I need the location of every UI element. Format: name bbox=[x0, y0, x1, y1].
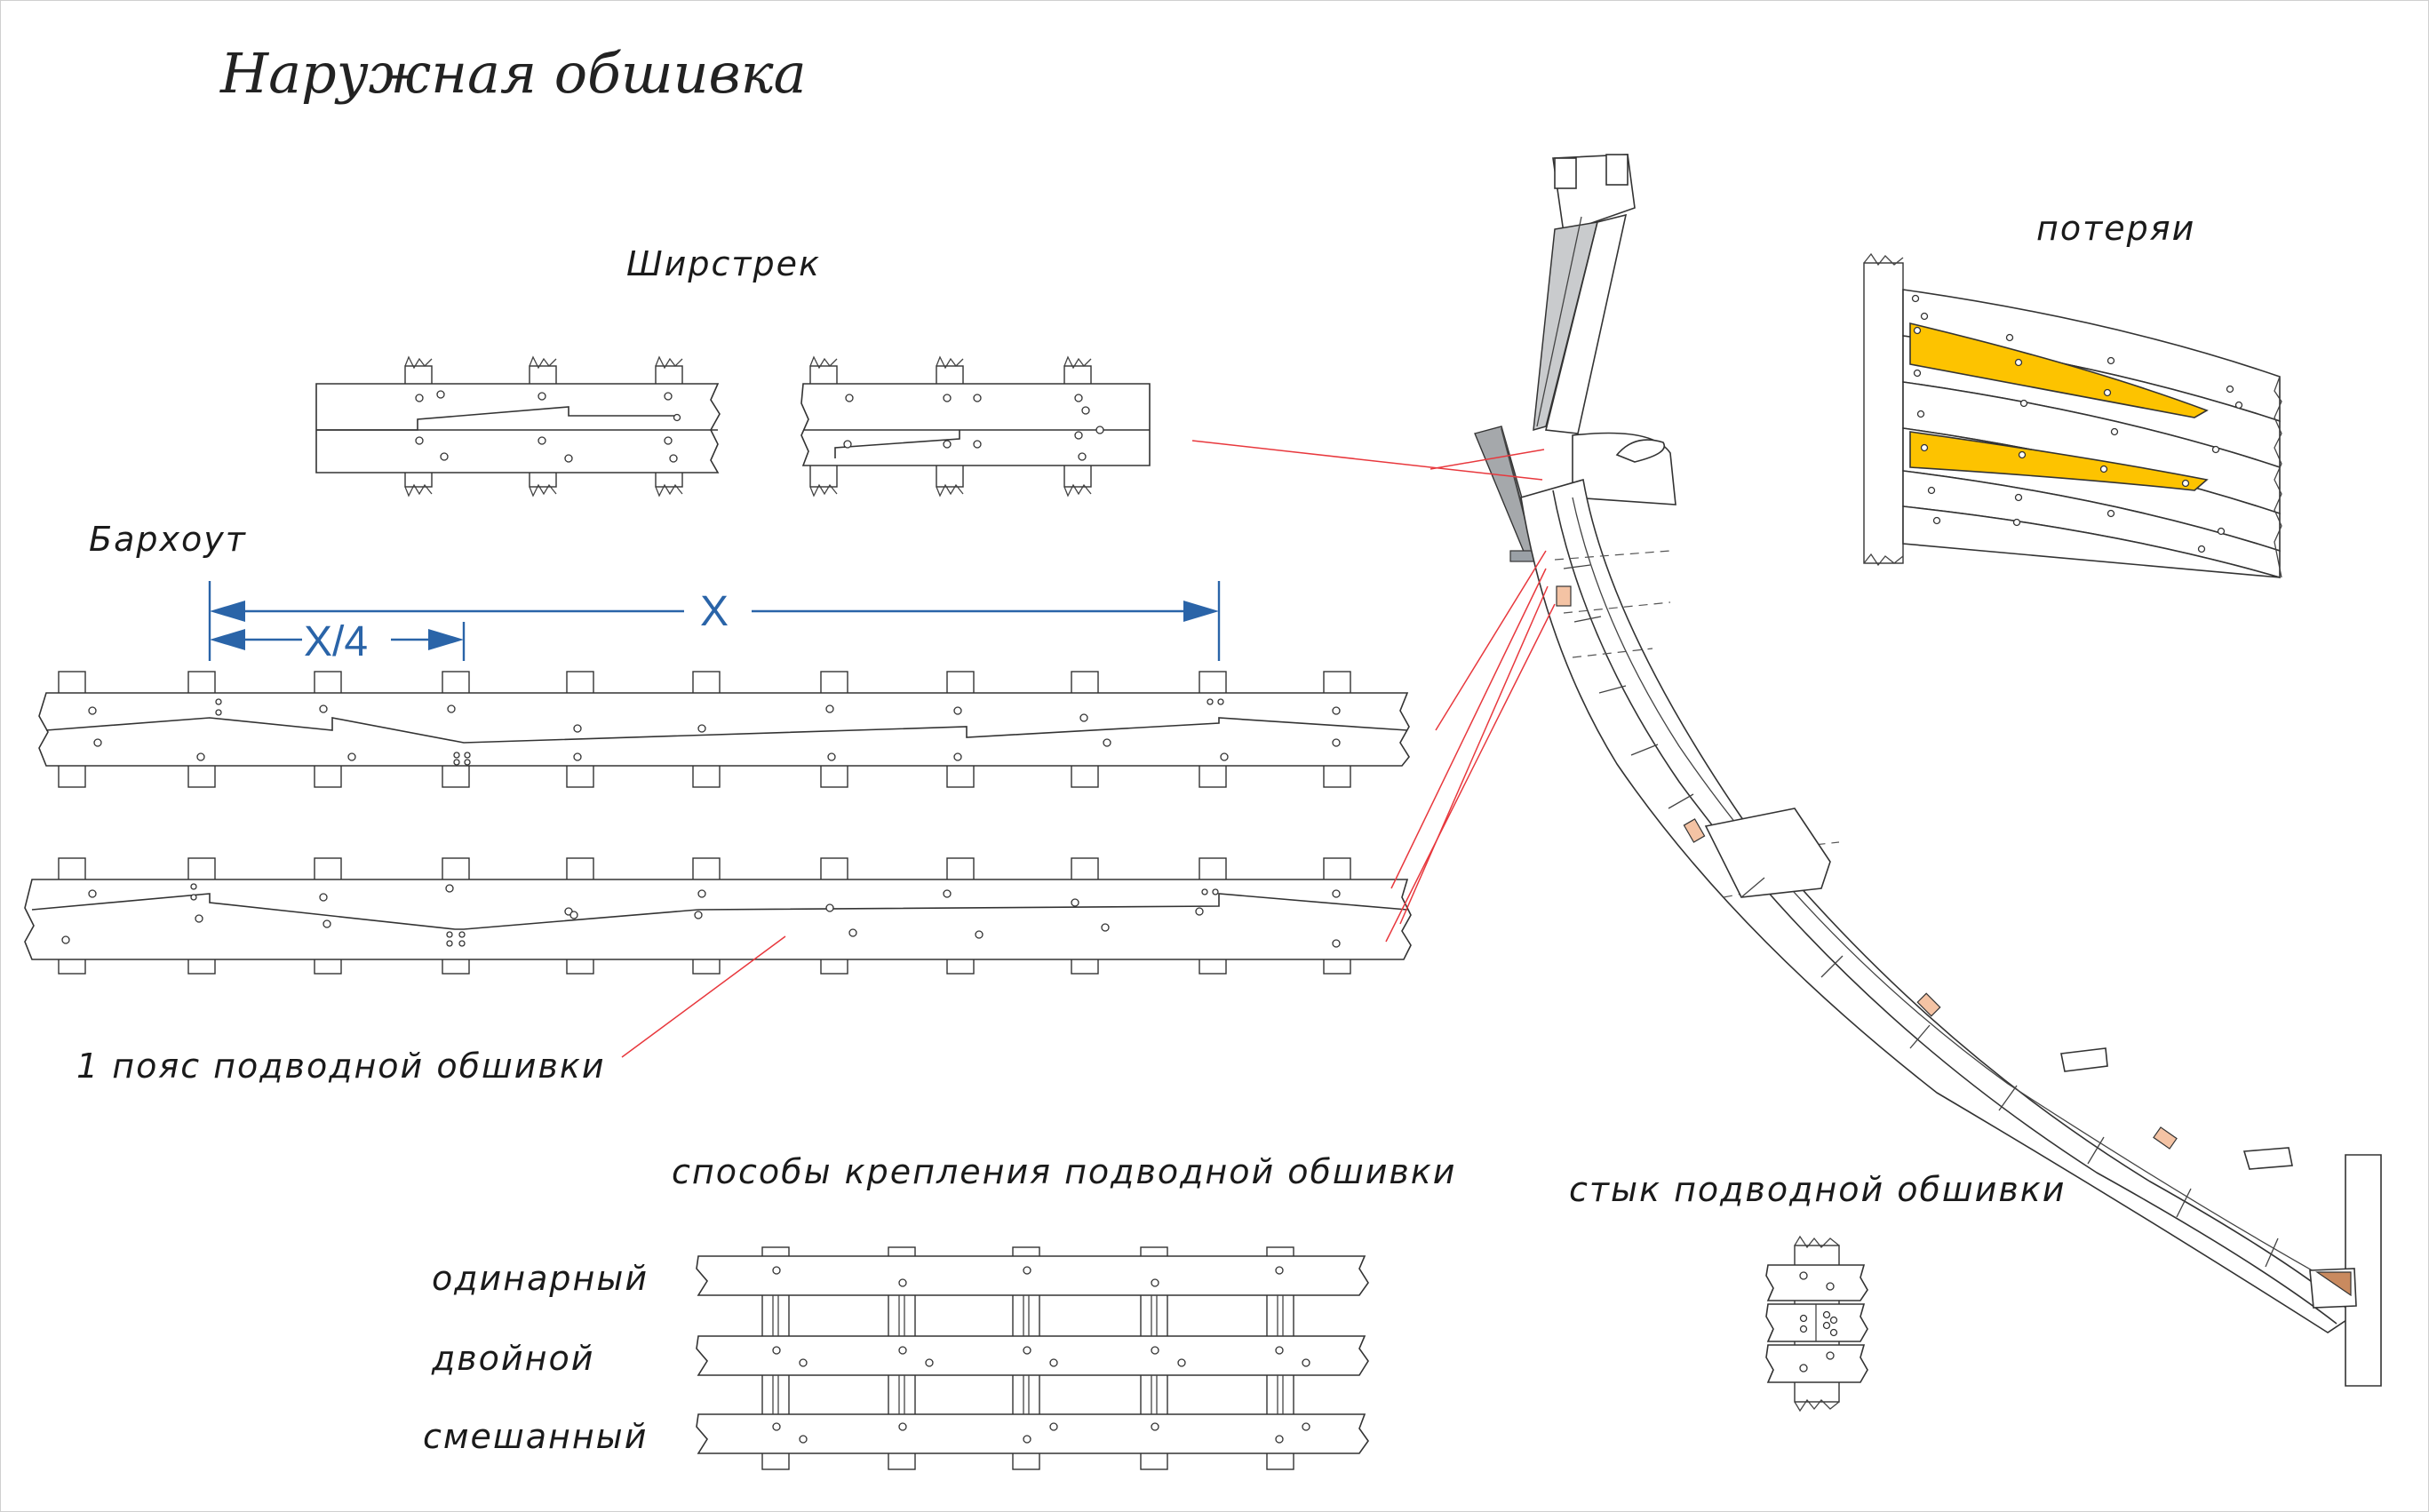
fastening-methods-detail bbox=[696, 1246, 1369, 1470]
label-first-belt: 1 пояс подводной обшивки bbox=[76, 1046, 606, 1086]
label-single: одинарный bbox=[432, 1259, 649, 1298]
label-double: двойной bbox=[431, 1339, 594, 1378]
shirstrek-detail-2 bbox=[800, 355, 1151, 497]
barkhout-detail-1 bbox=[38, 671, 1410, 788]
shirstrek-detail-1 bbox=[315, 355, 721, 497]
barkhout-detail-2 bbox=[24, 857, 1412, 975]
label-mixed: смешанный bbox=[423, 1417, 648, 1456]
label-barkhout: Бархоут bbox=[89, 520, 247, 559]
dimension-x4-label: X/4 bbox=[304, 618, 368, 665]
label-fastening-methods: способы крепления подводной обшивки bbox=[672, 1152, 1456, 1191]
joint-detail bbox=[1765, 1235, 1868, 1413]
drawing-title: Наружная обшивка bbox=[219, 41, 807, 106]
dimension-x: X bbox=[208, 581, 1221, 661]
dimension-x-label: X bbox=[700, 588, 729, 635]
label-poteryai: потеряи bbox=[2036, 209, 2195, 248]
label-shirstrek: Ширстрек bbox=[626, 244, 821, 283]
dimension-x4: X/4 bbox=[210, 618, 466, 665]
leader-lines bbox=[621, 440, 1556, 1058]
hull-section bbox=[1474, 154, 2382, 1387]
stealers-detail bbox=[1863, 252, 2282, 579]
label-joint: стык подводной обшивки bbox=[1569, 1170, 2066, 1209]
